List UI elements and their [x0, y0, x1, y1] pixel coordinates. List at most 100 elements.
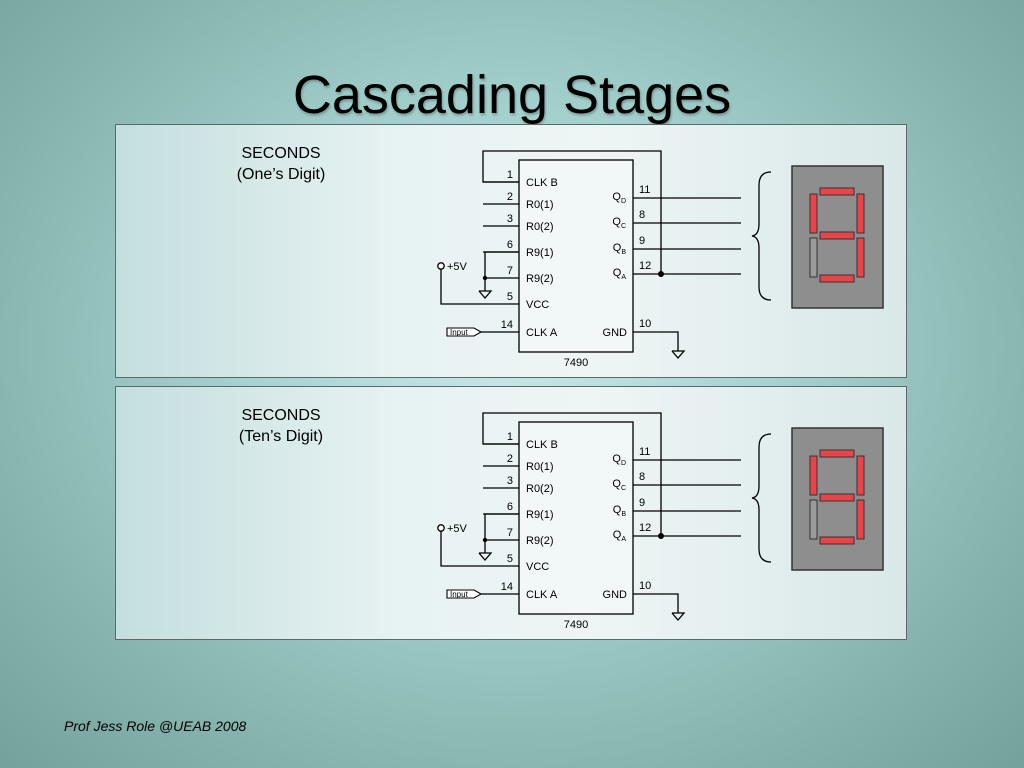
- pin-number: 1: [507, 431, 513, 443]
- seg-a: [819, 187, 855, 196]
- q-letter: Q: [612, 191, 621, 203]
- input-tag-label: Input: [450, 590, 469, 599]
- pin-name: R9(1): [526, 247, 554, 259]
- bus-brace: [751, 433, 772, 563]
- supply-label: +5V: [447, 261, 468, 273]
- pin-number: 7: [507, 527, 513, 539]
- supply-terminal: [437, 262, 445, 270]
- vcc-wire: [440, 531, 483, 567]
- q-letter: Q: [612, 216, 621, 228]
- r9-ground-wire: [484, 251, 519, 291]
- seg-g: [819, 231, 855, 240]
- pin-number: 6: [507, 501, 513, 513]
- pin-number: 9: [639, 497, 645, 509]
- pin-name: CLK B: [526, 439, 558, 451]
- stage-label-line1: SECONDS: [241, 145, 321, 162]
- output-q-label: QA: [613, 267, 627, 281]
- seg-a: [819, 449, 855, 458]
- stage-label: SECONDS (One’s Digit): [166, 143, 396, 185]
- pin-number: 8: [639, 471, 645, 483]
- pin-number: 7: [507, 265, 513, 277]
- pin-number: 8: [639, 209, 645, 221]
- pin-name: R9(1): [526, 509, 554, 521]
- pin-number: 12: [639, 522, 651, 534]
- gnd-wire: [633, 331, 679, 351]
- q-subscript: B: [621, 511, 626, 518]
- q-subscript: A: [621, 274, 626, 281]
- pin-number: 14: [501, 319, 513, 331]
- pin-number: 3: [507, 475, 513, 487]
- footer-credit: Prof Jess Role @UEAB 2008: [64, 718, 247, 734]
- output-q-label: QC: [612, 216, 626, 230]
- q-letter: Q: [612, 453, 621, 465]
- pin-name: VCC: [526, 561, 549, 573]
- ground-symbol: [671, 612, 686, 621]
- wire-junction-dot: [482, 537, 488, 543]
- q-letter: Q: [613, 504, 622, 516]
- ground-symbol: [671, 350, 686, 359]
- pin-name: GND: [603, 327, 628, 339]
- bus-brace: [751, 171, 772, 301]
- ic-part-number: 7490: [564, 357, 588, 369]
- q-letter: Q: [613, 529, 622, 541]
- q-letter: Q: [612, 478, 621, 490]
- pin-number: 9: [639, 235, 645, 247]
- pin-name: CLK A: [526, 327, 558, 339]
- output-q-label: QA: [613, 529, 627, 543]
- seg-b: [856, 455, 865, 496]
- pin-name: R9(2): [526, 535, 554, 547]
- pin-name: R9(2): [526, 273, 554, 285]
- q-subscript: C: [621, 485, 626, 492]
- q-letter: Q: [613, 267, 622, 279]
- pin-name: R0(2): [526, 483, 554, 495]
- input-tag-label: Input: [450, 328, 469, 337]
- pin-name: VCC: [526, 299, 549, 311]
- slide-title: Cascading Stages: [292, 65, 732, 125]
- gnd-wire: [633, 593, 679, 613]
- r9-ground-wire: [484, 513, 519, 553]
- vcc-wire: [440, 269, 483, 305]
- pin-name: R0(2): [526, 221, 554, 233]
- pin-number: 11: [639, 446, 650, 458]
- supply-label: +5V: [447, 523, 468, 535]
- stage-label: SECONDS (Ten’s Digit): [166, 405, 396, 447]
- input-tag-icon: [446, 327, 483, 337]
- q-subscript: D: [621, 460, 626, 467]
- input-tag-icon: [446, 589, 483, 599]
- seg-f: [809, 455, 818, 496]
- output-q-label: QC: [612, 478, 626, 492]
- pin-number: 12: [639, 260, 651, 272]
- wire-junction-dot: [482, 275, 488, 281]
- pin-name: CLK A: [526, 589, 558, 601]
- pin-number: 10: [639, 580, 651, 592]
- pin-number: 10: [639, 318, 651, 330]
- seg-c: [856, 237, 865, 278]
- clkb-feedback-wire: [482, 150, 662, 274]
- pin-name: CLK B: [526, 177, 558, 189]
- seg-e: [809, 499, 818, 540]
- q-letter: Q: [613, 242, 622, 254]
- ground-symbol: [478, 552, 493, 561]
- q-subscript: A: [621, 536, 626, 543]
- seg-e: [809, 237, 818, 278]
- seg-d: [819, 536, 855, 545]
- pin-number: 3: [507, 213, 513, 225]
- q-subscript: C: [621, 223, 626, 230]
- pin-number: 5: [507, 291, 513, 303]
- pin-number: 11: [639, 184, 650, 196]
- output-q-label: QB: [613, 504, 627, 518]
- pin-name: GND: [603, 589, 628, 601]
- supply-terminal: [437, 524, 445, 532]
- seg-d: [819, 274, 855, 283]
- output-q-label: QD: [612, 453, 626, 467]
- seg-f: [809, 193, 818, 234]
- q-subscript: B: [621, 249, 626, 256]
- ic-7490-body: [518, 159, 634, 353]
- ground-symbol: [478, 290, 493, 299]
- seg-c: [856, 499, 865, 540]
- stage-label-line2: (One’s Digit): [236, 166, 326, 183]
- pin-number: 5: [507, 553, 513, 565]
- stage-label-line1: SECONDS: [241, 407, 321, 424]
- ic-part-number: 7490: [564, 619, 588, 631]
